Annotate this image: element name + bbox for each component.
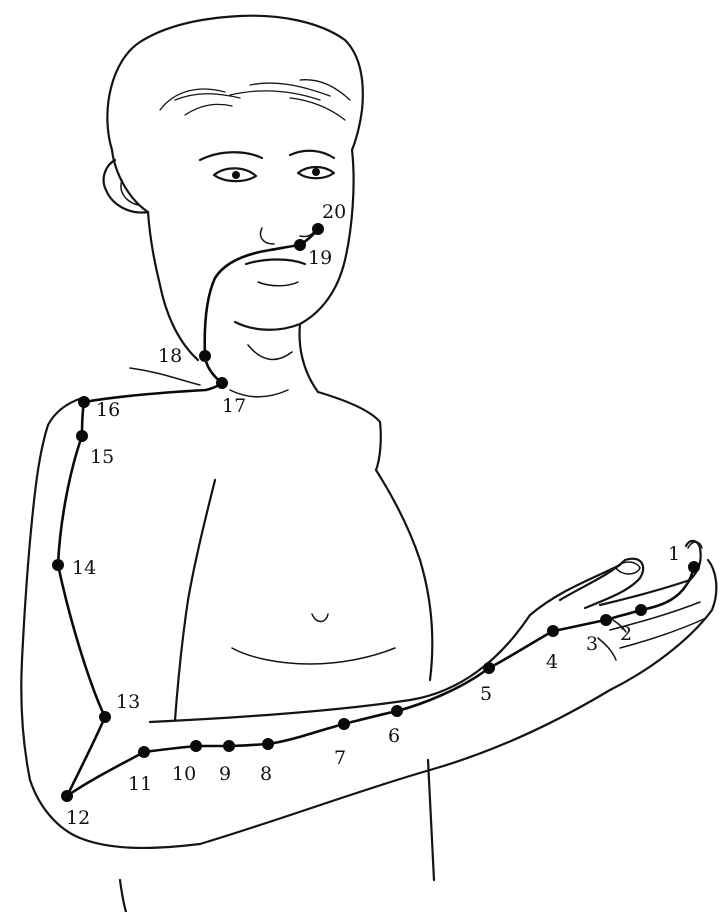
point-19-marker	[294, 239, 306, 251]
point-9-label: 9	[219, 763, 231, 785]
point-13-marker	[99, 711, 111, 723]
point-18-marker	[199, 350, 211, 362]
point-16-marker	[78, 396, 90, 408]
point-8-marker	[262, 738, 274, 750]
forearm-lower	[200, 560, 716, 844]
point-7-marker	[338, 718, 350, 730]
hair-texture	[160, 80, 350, 120]
point-17-label: 17	[222, 395, 246, 417]
head-left-side	[112, 150, 160, 285]
meridian-hand-segment	[144, 567, 694, 752]
neck-right	[300, 324, 318, 392]
point-5-label: 5	[480, 683, 492, 705]
nose	[261, 228, 317, 244]
left-arm-inner	[175, 480, 215, 720]
meridian-neck-face	[205, 229, 318, 383]
point-12-marker	[61, 790, 73, 802]
point-20-marker	[312, 223, 324, 235]
point-12-label: 12	[66, 807, 90, 829]
right-pupil	[312, 168, 320, 176]
torso-right	[376, 470, 432, 680]
meridian-pathway	[58, 229, 694, 796]
right-shoulder	[318, 392, 381, 470]
point-10-marker	[190, 740, 202, 752]
point-15-label: 15	[90, 446, 114, 468]
thumbnail	[616, 562, 640, 574]
pectoral	[232, 648, 395, 664]
point-14-marker	[52, 559, 64, 571]
point-1-label: 1	[668, 543, 680, 565]
point-5-marker	[483, 662, 495, 674]
point-9-marker	[223, 740, 235, 752]
thumb	[560, 559, 643, 608]
point-11-marker	[138, 746, 150, 758]
point-8-label: 8	[260, 763, 272, 785]
left-eyebrow	[200, 152, 262, 160]
right-eyebrow	[290, 151, 334, 158]
point-17-marker	[216, 377, 228, 389]
point-6-marker	[391, 705, 403, 717]
left-pupil	[232, 171, 240, 179]
body-figure	[21, 16, 716, 912]
point-3-marker	[600, 614, 612, 626]
point-4-label: 4	[546, 651, 558, 673]
point-10-label: 10	[172, 763, 196, 785]
torso-bottom	[120, 880, 126, 912]
forearm-upper	[150, 565, 620, 722]
point-11-label: 11	[128, 773, 152, 795]
point-15-marker	[76, 430, 88, 442]
lower-lip	[258, 282, 298, 286]
point-6-label: 6	[388, 725, 400, 747]
point-20-label: 20	[322, 201, 346, 223]
mouth	[246, 260, 305, 265]
point-14-label: 14	[72, 557, 96, 579]
clavicle-left	[130, 368, 200, 385]
point-16-label: 16	[96, 399, 120, 421]
point-13-label: 13	[116, 691, 140, 713]
point-18-label: 18	[158, 345, 182, 367]
point-7-label: 7	[334, 747, 346, 769]
neck-crease	[248, 345, 292, 359]
navel	[312, 614, 328, 622]
point-1-marker	[688, 561, 700, 573]
torso-lower-right	[428, 760, 434, 880]
point-19-label: 19	[308, 247, 332, 269]
point-3-label: 3	[586, 633, 598, 655]
point-4-marker	[547, 625, 559, 637]
point-2-marker	[635, 604, 647, 616]
point-2-label: 2	[620, 623, 632, 645]
